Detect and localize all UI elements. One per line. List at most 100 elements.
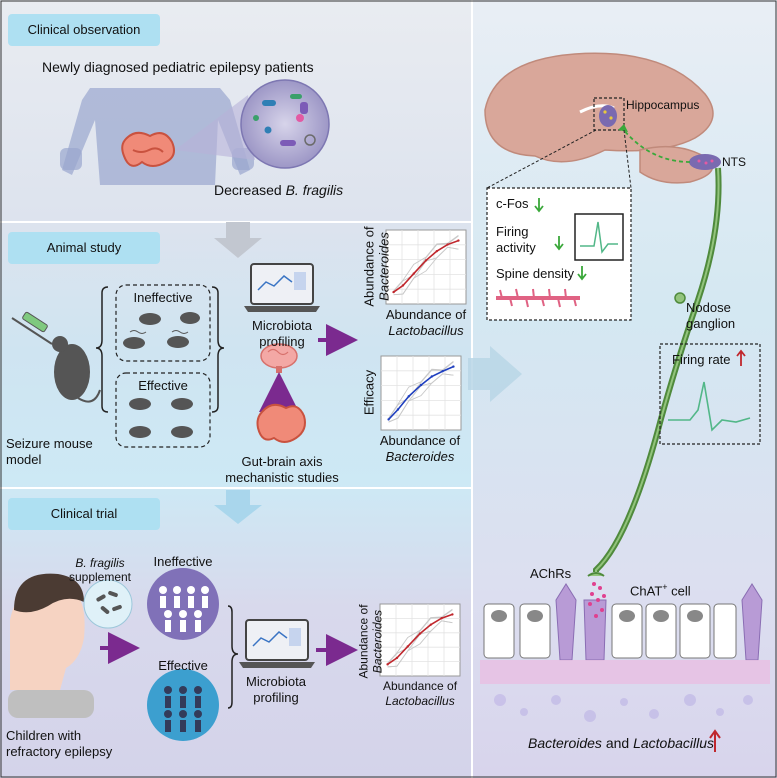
nodose-label-1: Nodose <box>686 300 731 315</box>
microbiota-profiling-label-2: profiling <box>259 334 305 349</box>
clinical-trial-tag: Clinical trial <box>8 498 160 530</box>
patients-label: Newly diagnosed pediatric epilepsy patie… <box>42 59 314 75</box>
data-point <box>392 290 395 294</box>
data-point <box>412 272 415 275</box>
firing-activity-inset <box>574 213 624 261</box>
nodose-label-2: ganglion <box>686 316 736 331</box>
child-icon <box>8 573 94 718</box>
gba-label-2: mechanistic studies <box>225 470 339 485</box>
plot3-xlabel-1: Abundance of <box>382 679 458 693</box>
bottom-and: and <box>601 735 634 751</box>
children-label-2: refractory epilepsy <box>6 744 113 759</box>
firing-rate-label: Firing rate <box>672 352 731 367</box>
bacteria-increase-label: Bacteroides and Lactobacillus <box>528 736 714 751</box>
effective-label-animal: Effective <box>138 378 188 393</box>
plot2-frame <box>380 355 462 431</box>
finding-species: B. fragilis <box>285 182 344 198</box>
firing-rate-trace <box>668 381 751 432</box>
effective-patients-group <box>147 669 219 741</box>
bottom-species-1: Bacteroides <box>528 735 602 751</box>
intestinal-epithelium <box>480 583 770 684</box>
microbiota-circle-icon <box>240 79 330 169</box>
data-point <box>419 383 423 387</box>
supplement-bubble-icon <box>83 579 133 629</box>
data-point <box>387 418 390 421</box>
data-point <box>386 663 389 666</box>
achrs-label: AChRs <box>530 566 572 581</box>
data-point <box>395 656 399 660</box>
firing-rate-box <box>659 343 761 445</box>
plot2-xlabel-1: Abundance of <box>379 433 461 448</box>
seizure-model-label-1: Seizure mouse <box>6 436 93 451</box>
to-mechanism-arrow <box>468 346 522 402</box>
brain-sagittal-illustration <box>484 52 714 184</box>
spine-density-label: Spine density <box>496 266 575 281</box>
seizure-mouse-icon <box>52 336 101 403</box>
firing-activity-label-1: Firing <box>496 224 529 239</box>
plot2-marks <box>381 356 461 430</box>
data-point <box>406 645 409 648</box>
data-point <box>451 613 454 616</box>
cfos-down-arrow <box>534 198 544 213</box>
chat-prefix: ChAT <box>630 583 663 599</box>
bottom-species-2: Lactobacillus <box>633 735 715 751</box>
down-arrow-1 <box>214 222 262 258</box>
chat-sup: + <box>662 582 668 592</box>
microbiota-profiling-label-1: Microbiota <box>252 318 312 333</box>
down-arrow-2 <box>214 490 262 524</box>
brain-icon-small <box>260 343 298 373</box>
chat-cell-vesicles <box>588 582 606 618</box>
plot3-xlabel-2: Lactobacillus <box>385 694 455 708</box>
effective-mice-group <box>129 398 193 438</box>
finding-prefix: Decreased <box>214 182 286 198</box>
data-point <box>407 395 410 398</box>
spine-down-arrow <box>577 266 587 281</box>
right-brace <box>211 286 225 413</box>
plot3-marks <box>380 604 460 676</box>
achr-terminal <box>587 572 605 577</box>
bacteria-up-arrow <box>709 729 721 752</box>
decreased-fragilis-label: Decreased B. fragilis <box>214 183 343 198</box>
replicate-trace <box>387 620 453 668</box>
animal-study-tag: Animal study <box>8 232 160 264</box>
trial-brace <box>227 605 239 709</box>
plot1-xlabel-1: Abundance of <box>385 307 467 322</box>
zoom-cone <box>175 95 255 160</box>
plot1-frame <box>385 229 467 305</box>
firing-activity-trace <box>580 221 618 254</box>
gba-label-1: Gut-brain axis <box>241 454 323 469</box>
data-point <box>424 259 428 262</box>
data-point <box>401 284 405 287</box>
plot1-ylabel-1: Abundance of <box>361 226 377 307</box>
dendritic-spine-icon <box>496 288 580 308</box>
left-brace <box>95 286 109 413</box>
ineffective-label-animal: Ineffective <box>133 290 193 305</box>
effective-label-trial: Effective <box>158 658 208 673</box>
laptop-icon-animal <box>244 263 320 312</box>
plot3-frame <box>379 603 461 677</box>
trial-profiling-label-1: Microbiota <box>246 674 306 689</box>
chat-suffix: cell <box>667 583 691 599</box>
nts-label: NTS <box>722 155 746 169</box>
hippocampus-icon <box>599 105 617 127</box>
nodose-ganglion-icon <box>674 292 686 304</box>
hippocampus-box <box>593 97 625 131</box>
clinical-observation-tag: Clinical observation <box>8 14 160 46</box>
nts-to-hippocampus-path <box>621 127 691 163</box>
cfos-label: c-Fos <box>496 196 529 211</box>
ineffective-mice-group <box>123 312 200 349</box>
data-point <box>452 365 455 368</box>
hippocampus-label: Hippocampus <box>626 98 700 112</box>
gut-icon <box>121 131 175 167</box>
gut-icon-small <box>256 403 306 443</box>
ineffective-box <box>115 284 211 362</box>
ineffective-label-trial: Ineffective <box>153 554 213 569</box>
trial-profiling-label-2: profiling <box>253 690 299 705</box>
seizure-model-label-2: model <box>6 452 42 467</box>
data-point <box>435 249 438 253</box>
effective-box <box>115 372 211 448</box>
data-point <box>457 239 460 242</box>
children-label-1: Children with <box>6 728 82 743</box>
plot2-xlabel-2: Bacteroides <box>385 449 455 464</box>
laptop-icon-trial <box>239 619 315 668</box>
